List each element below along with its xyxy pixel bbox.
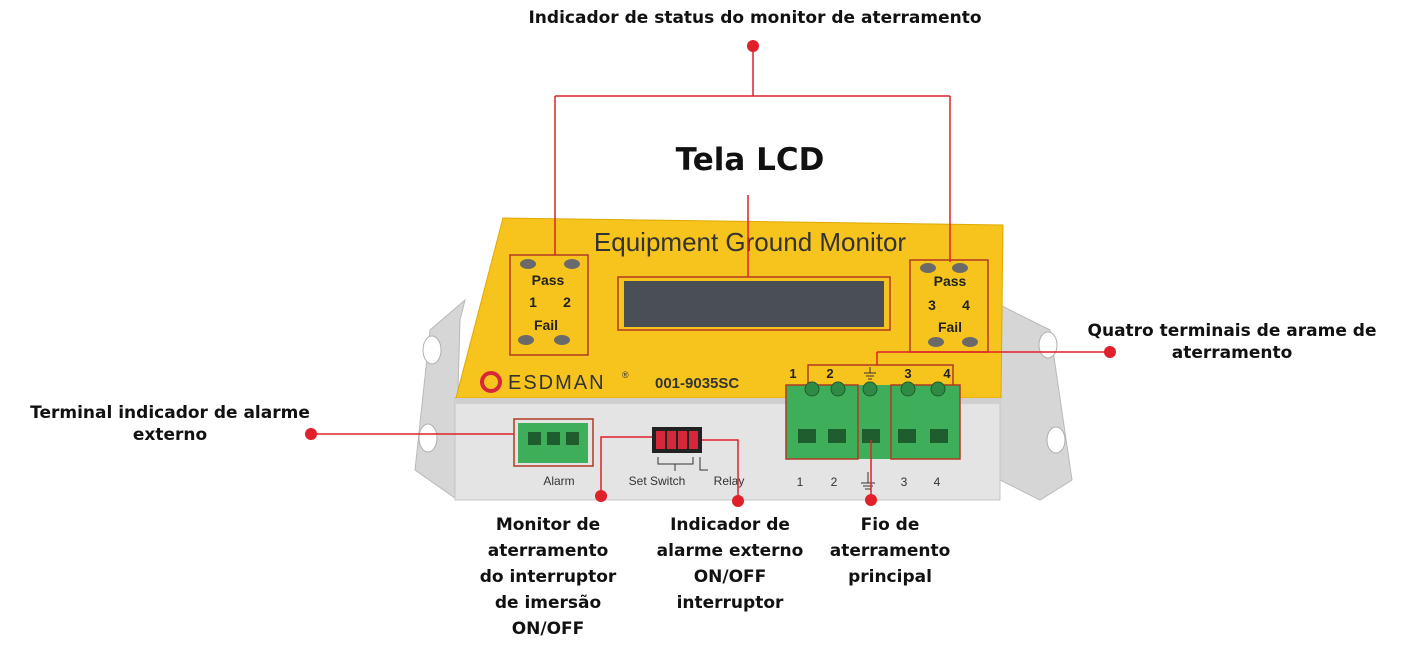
alarm-port-label: Alarm xyxy=(543,474,574,488)
four-terminals-label: Quatro terminais de arame de aterramento xyxy=(1087,321,1377,363)
main-ground-wire-label: Fio de aterramento principal xyxy=(829,515,951,587)
callout-dot xyxy=(865,494,877,506)
terminal-block xyxy=(785,364,961,460)
terminal-top-number: 4 xyxy=(943,366,951,381)
callout-dot xyxy=(732,495,744,507)
left-pass-label: Pass xyxy=(532,272,565,288)
relay-bracket xyxy=(699,457,708,471)
terminal-top-number: 3 xyxy=(904,366,911,381)
right-fail-led-2 xyxy=(962,337,978,347)
brand-logo-icon xyxy=(480,371,502,393)
brand-logo: ESDMAN ® xyxy=(480,370,629,394)
device-title: Equipment Ground Monitor xyxy=(594,227,907,257)
terminal-bottom-number: 3 xyxy=(901,475,908,489)
callout-dot xyxy=(747,40,759,52)
left-fail-led-2 xyxy=(554,335,570,345)
dip-switch xyxy=(652,427,702,453)
callout-dot xyxy=(595,490,607,502)
brand-registered-mark: ® xyxy=(622,370,629,380)
left-channel-1: 1 xyxy=(529,294,537,310)
right-status-panel: Pass 3 4 Fail xyxy=(909,259,989,353)
dip-switch-monitor-label: Monitor de aterramento do interruptor de… xyxy=(479,515,617,639)
left-fail-led-1 xyxy=(518,335,534,345)
relay-label: Relay xyxy=(714,474,745,488)
right-channel-3: 3 xyxy=(928,297,936,313)
terminal-bottom-number: 4 xyxy=(934,475,941,489)
callout-lines xyxy=(311,46,1110,501)
set-switch-bracket xyxy=(657,457,694,471)
callout-dots xyxy=(305,40,1116,507)
alarm-switch-label: Indicador de alarme externo ON/OFF inter… xyxy=(656,515,804,613)
right-pass-label: Pass xyxy=(934,273,967,289)
brand-name: ESDMAN xyxy=(508,372,606,394)
status-indicator-label: Indicador de status do monitor de aterra… xyxy=(528,8,982,28)
right-fail-led-1 xyxy=(928,337,944,347)
terminal-bottom-number: 1 xyxy=(797,475,804,489)
external-alarm-terminal-label: Terminal indicador de alarme externo xyxy=(30,403,310,445)
callout-dot xyxy=(305,428,317,440)
model-number: 001-9035SC xyxy=(655,375,739,392)
lcd-screen-label: Tela LCD xyxy=(675,142,825,178)
left-channel-2: 2 xyxy=(563,294,571,310)
right-fail-label: Fail xyxy=(938,319,962,335)
right-pass-led-2 xyxy=(952,263,968,273)
terminal-top-number: 1 xyxy=(789,366,796,381)
left-pass-led-2 xyxy=(564,259,580,269)
alarm-connector xyxy=(513,418,594,467)
left-fail-label: Fail xyxy=(534,317,558,333)
set-switch-label: Set Switch xyxy=(629,474,686,488)
left-status-panel: Pass 1 2 Fail xyxy=(509,254,589,356)
terminal-bottom-number: 2 xyxy=(831,475,838,489)
right-channel-4: 4 xyxy=(962,297,970,313)
callout-dot xyxy=(1104,346,1116,358)
ground-symbol-icon xyxy=(864,367,876,380)
ground-symbol-bottom-icon xyxy=(861,472,875,490)
lcd-screen xyxy=(617,276,891,331)
right-pass-led-1 xyxy=(920,263,936,273)
left-pass-led-1 xyxy=(520,259,536,269)
mounting-flanges xyxy=(414,298,1073,501)
terminal-top-number: 2 xyxy=(826,366,833,381)
